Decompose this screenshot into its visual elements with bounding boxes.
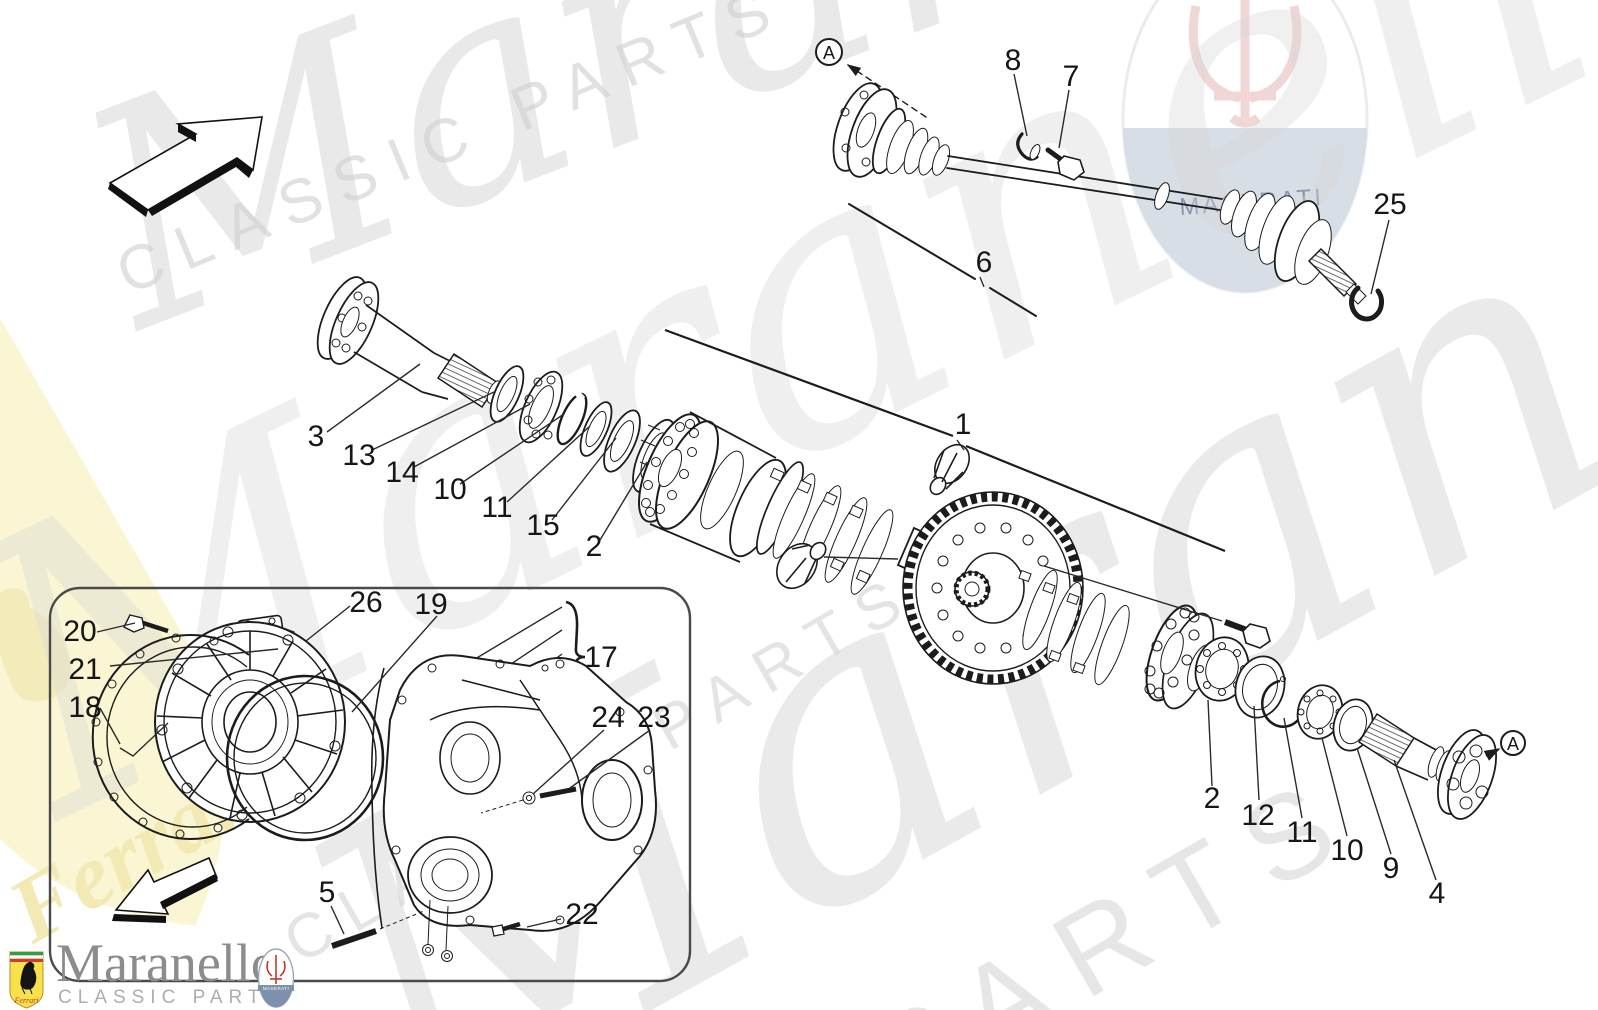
differential-assembly: A: [316, 276, 1526, 820]
callout-17: 17: [584, 641, 617, 674]
cover-o-ring: [225, 674, 385, 842]
differential-cover: [154, 621, 346, 823]
direction-arrow-up-right: [108, 116, 263, 217]
ferrari-logo-text: Ferrari: [14, 996, 39, 1005]
callout-2-right: 2: [1204, 782, 1221, 815]
callout-19: 19: [414, 588, 447, 621]
callout-22: 22: [565, 898, 598, 931]
differential-housing: [370, 654, 657, 962]
callout-26: 26: [349, 586, 382, 619]
callout-9: 9: [1383, 852, 1400, 885]
maranello-subtitle: CLASSIC PARTS: [58, 987, 284, 1008]
ferrari-shield-logo: Ferrari: [9, 951, 44, 1009]
callout-15: 15: [526, 509, 559, 542]
callout-3: 3: [308, 420, 325, 453]
callout-5: 5: [319, 876, 336, 909]
right-bearing-chain: A: [1194, 636, 1526, 820]
callout-8: 8: [1005, 44, 1022, 77]
group-reference-line: [664, 328, 1226, 553]
callout-13: 13: [342, 439, 375, 472]
callout-4: 4: [1429, 877, 1446, 910]
callout-2-left: 2: [586, 530, 603, 563]
clutch-disc-pack: [756, 461, 894, 595]
callout-10-left: 10: [433, 473, 466, 506]
axle-shaft-assembly: A: [815, 38, 1384, 322]
callout-a-bottom: A: [1507, 734, 1519, 754]
callout-7: 7: [1063, 60, 1080, 93]
direction-arrow-down-left: [112, 856, 219, 923]
trident-icon: [1188, 0, 1302, 128]
callout-11-left: 11: [481, 491, 512, 524]
stud-5: [331, 928, 377, 949]
maserati-logo-text: MASERATI: [263, 986, 289, 991]
callout-20: 20: [63, 615, 96, 648]
view-a-circle-bottom: [1500, 730, 1526, 756]
callout-12: 12: [1241, 799, 1274, 832]
maranello-wordmark: Maranello: [56, 933, 278, 993]
washer-24: [522, 791, 536, 805]
stud-23: [539, 786, 577, 799]
callout-24: 24: [591, 701, 624, 734]
callout-labels: 1 2 2 3 4 5 6 7 8 9 10 10 11 11 12 13 14…: [63, 44, 1445, 931]
callout-1: 1: [955, 408, 972, 441]
leader-lines: [96, 73, 1437, 935]
callout-a-top: A: [823, 43, 835, 63]
callout-25: 25: [1373, 188, 1406, 221]
callout-18: 18: [68, 691, 101, 724]
trident-small-icon: [266, 955, 286, 984]
right-hub-and-discs: [1018, 565, 1271, 710]
prancing-horse-icon: [20, 961, 37, 995]
cover-detail-inset: [48, 586, 692, 983]
maserati-oval-logo: MASERATI: [257, 948, 295, 1008]
callout-23: 23: [637, 701, 670, 734]
view-a-circle-top: [815, 38, 843, 66]
callout-10-right: 10: [1330, 834, 1363, 867]
callout-21: 21: [68, 653, 101, 686]
branding-footer: Ferrari Maranello CLASSIC PARTS MASERATI: [9, 933, 295, 1009]
callout-6: 6: [976, 246, 993, 279]
callout-11-right: 11: [1286, 816, 1317, 849]
cover-gasket: [91, 633, 250, 840]
callout-14: 14: [385, 456, 418, 489]
